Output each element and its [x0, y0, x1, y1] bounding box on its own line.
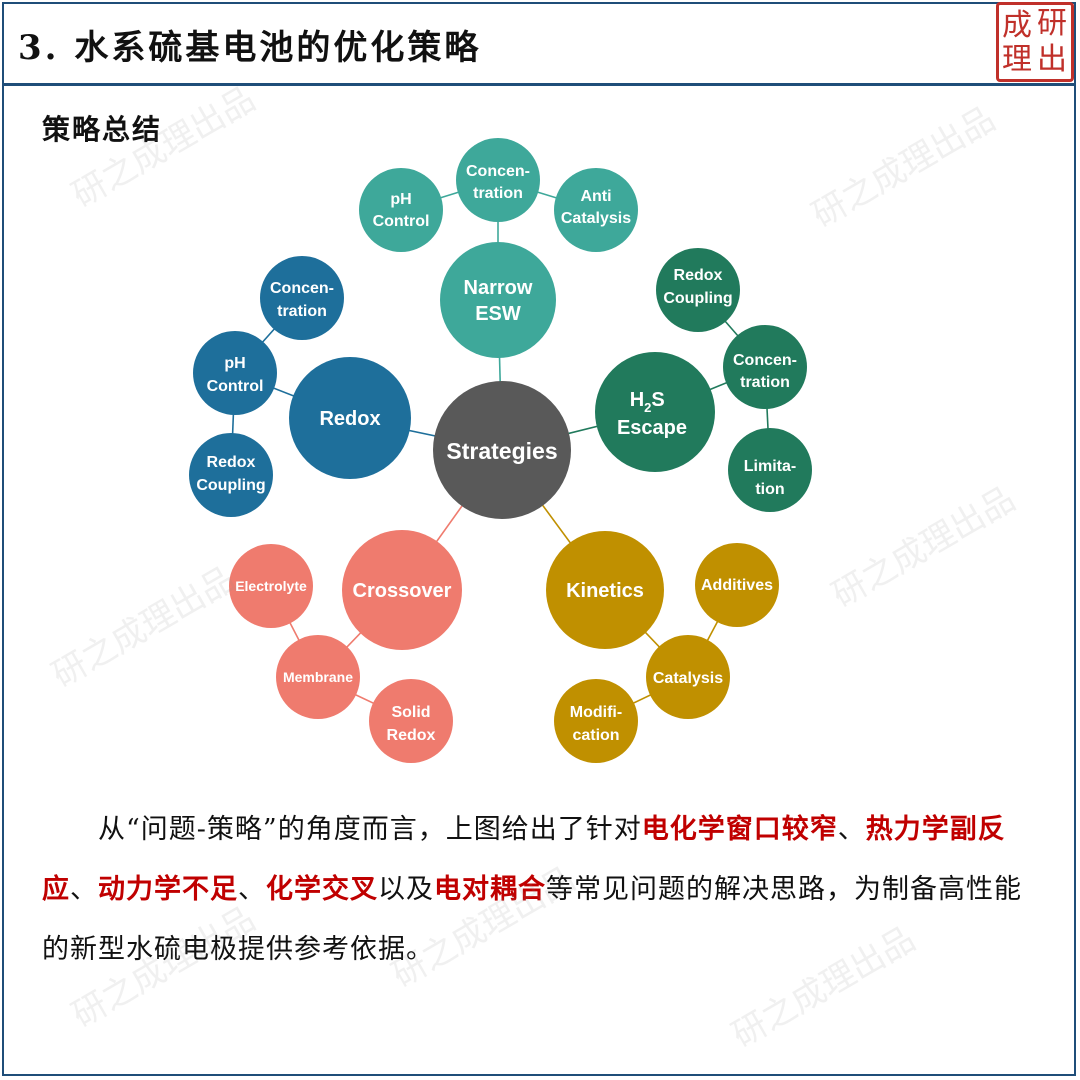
paragraph-text: 、 [70, 874, 98, 905]
highlight-term: 动力学不足 [98, 874, 238, 905]
paragraph-text: 、 [238, 874, 266, 905]
highlight-term: 电化学窗口较窄 [641, 814, 838, 845]
highlight-term: 化学交叉 [266, 874, 378, 905]
logo-char: 研 [1037, 6, 1067, 41]
highlight-term: 电对耦合 [434, 874, 546, 905]
paragraph-text: 等常见问题的解决思路，为制备高性能的新型水硫电极提供参考依据。 [42, 874, 1022, 965]
highlight-term: 热力学副反应 [42, 814, 1006, 905]
brand-seal-logo: 成 研 理 出 [996, 2, 1074, 82]
logo-char: 理 [1002, 42, 1032, 77]
summary-paragraph: 从“问题-策略”的角度而言，上图给出了针对电化学窗口较窄、热力学副反应、动力学不… [42, 800, 1047, 980]
paragraph-text: 以及 [378, 874, 434, 905]
paragraph-text: 从“问题-策略”的角度而言，上图给出了针对 [98, 814, 642, 845]
section-heading: 策略总结 [42, 113, 163, 146]
logo-char: 出 [1037, 42, 1067, 77]
paragraph-text: 、 [837, 814, 866, 845]
logo-char: 成 [1002, 8, 1032, 43]
slide-header: 3. 水系硫基电池的优化策略 [2, 2, 1076, 86]
slide-title: 3. 水系硫基电池的优化策略 [18, 28, 482, 68]
